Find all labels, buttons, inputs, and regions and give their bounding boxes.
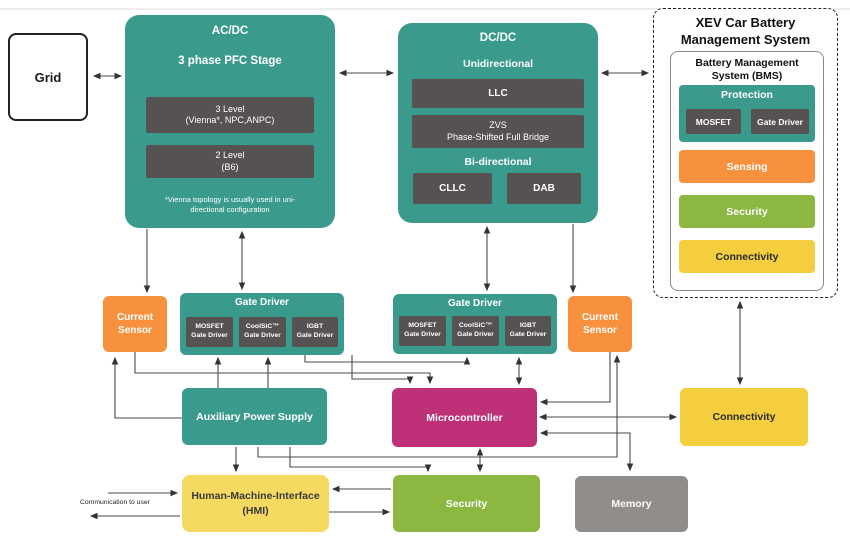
acdc-footnote-line2: directional configuration [190, 205, 270, 215]
gate-driver-right-box: Gate Driver MOSFET Gate Driver CoolSiC™ … [393, 294, 557, 354]
top-divider [0, 8, 850, 10]
gate-driver-right-coolsic: CoolSiC™ Gate Driver [452, 316, 499, 346]
bms-protection-title: Protection [721, 89, 773, 101]
hmi-box: Human-Machine-Interface (HMI) [182, 475, 329, 532]
gate-driver-right-mosfet: MOSFET Gate Driver [399, 316, 446, 346]
gate-driver-left-mosfet: MOSFET Gate Driver [186, 317, 233, 347]
bms-connectivity-box: Connectivity [679, 240, 815, 273]
current-sensor-left-box: Current Sensor [103, 296, 167, 352]
bms-title-line1: XEV Car Battery [695, 15, 796, 30]
bms-title: XEV Car Battery Management System [654, 15, 837, 49]
gate-driver-left-box: Gate Driver MOSFET Gate Driver CoolSiC™ … [180, 293, 344, 355]
acdc-option-2level-line1: 2 Level [215, 150, 245, 161]
gdr-mosfet-line2: Gate Driver [404, 331, 441, 338]
current-sensor-left-line2: Sensor [118, 325, 152, 336]
acdc-option-3level: 3 Level (Vienna*, NPC,ANPC) [146, 97, 314, 133]
dcdc-unidirectional-label: Unidirectional [462, 58, 533, 70]
grid-box: Grid [8, 33, 88, 121]
gate-driver-right-igbt: IGBT Gate Driver [505, 316, 551, 346]
acdc-option-2level: 2 Level (B6) [146, 145, 314, 178]
current-sensor-right-box: Current Sensor [568, 296, 632, 352]
gdl-igbt-line1: IGBT [306, 323, 324, 331]
gdr-coolsic-line2: Gate Driver [457, 331, 494, 338]
dcdc-option-zvs: ZVS Phase-Shifted Full Bridge [412, 115, 584, 148]
gate-driver-left-title: Gate Driver [235, 297, 289, 308]
dcdc-option-cllc: CLLC [413, 173, 492, 204]
microcontroller-box: Microcontroller [392, 388, 537, 447]
gdr-coolsic-line1: CoolSiC™ [458, 322, 493, 330]
bms-sensing-box: Sensing [679, 150, 815, 183]
gdl-igbt-line2: Gate Driver [296, 332, 334, 339]
current-sensor-left-line1: Current [116, 311, 154, 323]
acdc-footnote: *Vienna topology is usually used in uni-… [125, 195, 335, 215]
gate-driver-left-coolsic: CoolSiC™ Gate Driver [239, 317, 286, 347]
dcdc-title: DC/DC [479, 32, 517, 44]
dcdc-option-dab: DAB [507, 173, 581, 204]
dcdc-option-zvs-line1: ZVS [489, 120, 507, 131]
gdl-coolsic-line1: CoolSiC™ [245, 323, 280, 331]
bms-protection-gate-driver: Gate Driver [751, 109, 809, 134]
acdc-option-2level-line2: (B6) [221, 161, 239, 172]
gate-driver-right-title: Gate Driver [448, 298, 502, 309]
auxiliary-power-supply-box: Auxiliary Power Supply [182, 388, 327, 445]
grid-label: Grid [34, 69, 62, 85]
bms-inner-title: Battery Management System (BMS) [671, 57, 823, 83]
acdc-subtitle: 3 phase PFC Stage [178, 55, 282, 67]
bms-title-line2: Management System [680, 31, 811, 47]
bms-protection-mosfet: MOSFET [686, 109, 741, 134]
gdl-coolsic-line2: Gate Driver [244, 332, 281, 339]
acdc-option-3level-line1: 3 Level [215, 103, 245, 114]
bms-inner-box: Battery Management System (BMS) Protecti… [670, 51, 824, 291]
bms-inner-title-line1: Battery Management [695, 57, 799, 69]
gdr-mosfet-line1: MOSFET [408, 322, 437, 330]
acdc-option-3level-line2: (Vienna*, NPC,ANPC) [185, 115, 275, 125]
bms-protection-box: Protection MOSFET Gate Driver [679, 85, 815, 142]
acdc-footnote-line1: *Vienna topology is usually used in uni- [164, 195, 296, 204]
acdc-title: AC/DC [211, 25, 249, 37]
gate-driver-left-igbt: IGBT Gate Driver [292, 317, 338, 347]
bms-block: XEV Car Battery Management System Batter… [653, 8, 838, 298]
bms-inner-title-line2: System (BMS) [711, 70, 783, 83]
bms-security-box: Security [679, 195, 815, 228]
gdl-mosfet-line2: Gate Driver [191, 332, 228, 339]
current-sensor-right-line1: Current [581, 311, 619, 323]
current-sensor-right-line2: Sensor [583, 325, 617, 336]
security-box: Security [393, 475, 540, 532]
gdr-igbt-line1: IGBT [519, 322, 537, 330]
hmi-line1: Human-Machine-Interface [191, 489, 320, 502]
connectivity-box: Connectivity [680, 388, 808, 446]
hmi-line2: (HMI) [242, 504, 269, 517]
dcdc-bidirectional-label: Bi-directional [464, 156, 532, 168]
dcdc-option-llc: LLC [412, 79, 584, 108]
memory-box: Memory [575, 476, 688, 532]
gdr-igbt-line2: Gate Driver [509, 331, 547, 338]
dcdc-option-zvs-line2: Phase-Shifted Full Bridge [446, 131, 550, 142]
communication-to-user-label: Communication to user [80, 499, 150, 506]
gdl-mosfet-line1: MOSFET [195, 323, 224, 331]
